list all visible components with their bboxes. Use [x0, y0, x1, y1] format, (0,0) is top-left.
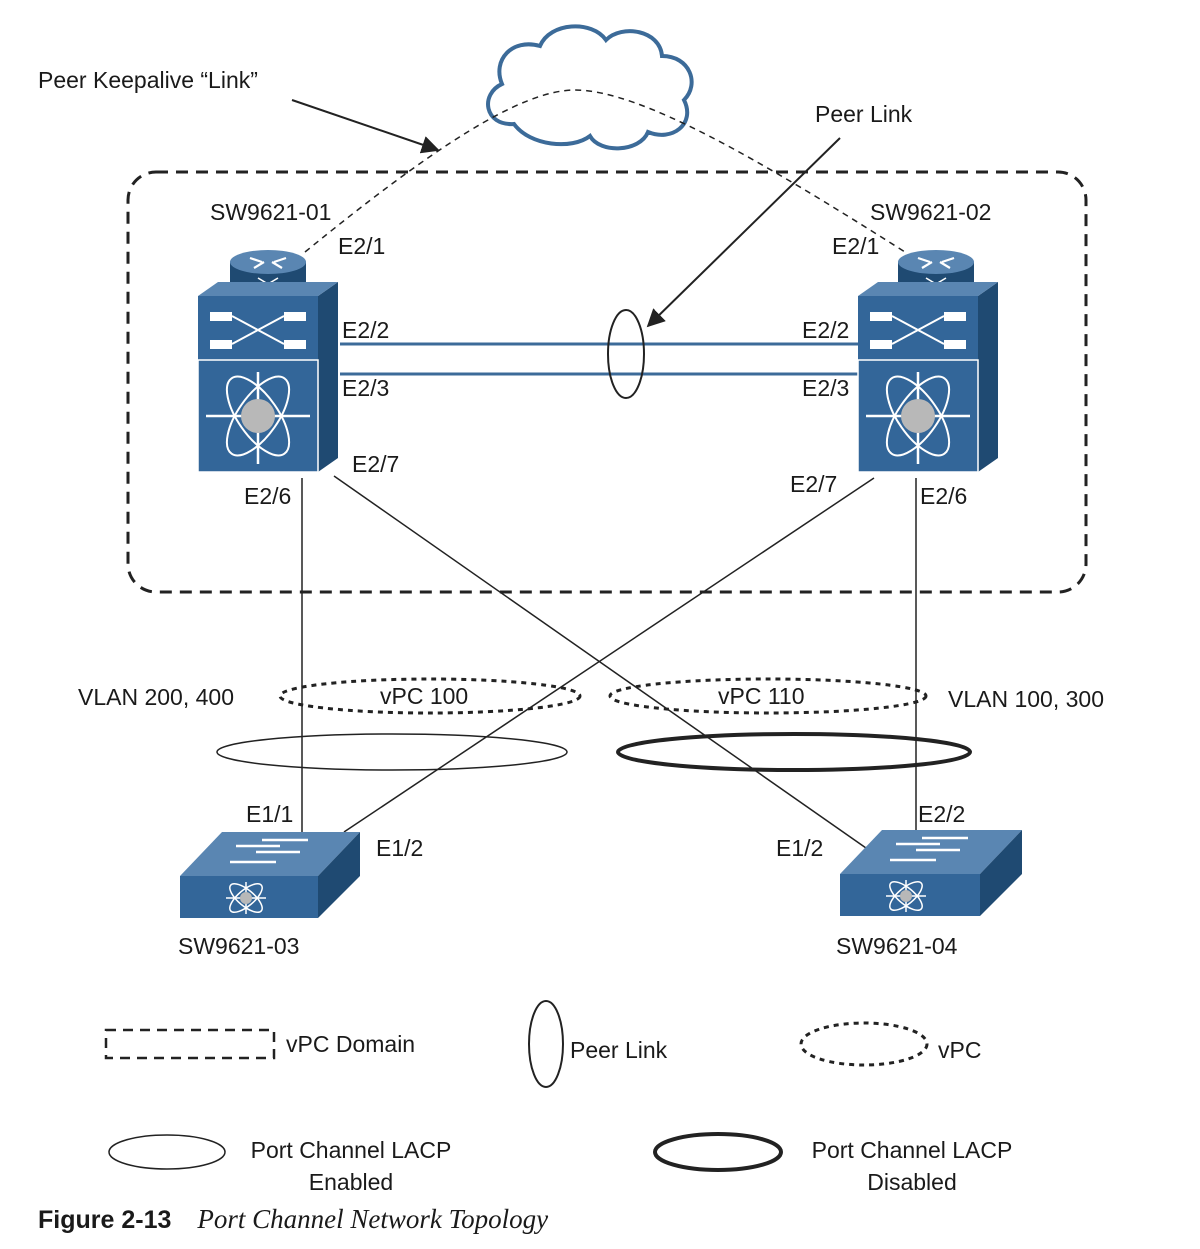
- legend: vPC Domain Peer Link vPC Port Channel LA…: [104, 1000, 1013, 1195]
- port-channel-lacp-disabled-oval: [616, 732, 972, 772]
- port-channel-lacp-enabled-oval: [216, 733, 568, 771]
- sw2-port-e22: E2/2: [802, 317, 849, 343]
- sw3-port-e12: E1/2: [376, 835, 423, 861]
- sw9621-03-name: SW9621-03: [178, 933, 299, 959]
- sw4-port-e12: E1/2: [776, 835, 823, 861]
- sw1-port-e22: E2/2: [342, 317, 389, 343]
- sw9621-04-name: SW9621-04: [836, 933, 958, 959]
- sw2-port-e21: E2/1: [832, 233, 879, 259]
- legend-vpc-domain-symbol: [104, 1028, 276, 1060]
- sw4-port-e22: E2/2: [918, 801, 965, 827]
- link-sw1-e27-sw4-e12: [333, 475, 867, 849]
- sw2-port-e26: E2/6: [920, 483, 967, 509]
- peer-link-bundle-oval: [607, 309, 645, 399]
- vpc-110-label: vPC 110: [718, 683, 805, 709]
- sw1-port-e27: E2/7: [352, 451, 399, 477]
- vpc-110-oval: [608, 677, 928, 715]
- sw1-port-e21: E2/1: [338, 233, 385, 259]
- legend-peer-link-symbol: [528, 1000, 564, 1088]
- sw9621-02-name: SW9621-02: [870, 199, 991, 225]
- legend-lacp-disabled-symbol: [653, 1132, 783, 1172]
- right-vlans-label: VLAN 100, 300: [948, 686, 1104, 712]
- sw1-port-e23: E2/3: [342, 375, 389, 401]
- cloud-icon: [486, 24, 694, 151]
- legend-lacp-disabled-label-line2: Disabled: [867, 1169, 957, 1195]
- figure-title: Port Channel Network Topology: [197, 1204, 549, 1234]
- keepalive-arrow: [291, 99, 440, 154]
- nexus-switch-icon: [197, 282, 338, 473]
- figure-number: Figure 2-13: [38, 1206, 172, 1234]
- legend-lacp-enabled-label-line1: Port Channel LACP: [251, 1137, 452, 1163]
- legend-vpc-domain-label: vPC Domain: [286, 1031, 415, 1057]
- legend-vpc-label: vPC: [938, 1037, 981, 1063]
- nexus-switch-icon: [857, 282, 998, 473]
- keepalive-label: Peer Keepalive “Link”: [38, 67, 258, 93]
- legend-peer-link-label: Peer Link: [570, 1037, 668, 1063]
- legend-vpc-symbol: [799, 1021, 929, 1067]
- left-vlans-label: VLAN 200, 400: [78, 684, 234, 710]
- sw2-port-e27: E2/7: [790, 471, 837, 497]
- vpc-100-label: vPC 100: [380, 683, 468, 709]
- sw3-port-e11: E1/1: [246, 801, 293, 827]
- access-switch-icon: [180, 832, 360, 918]
- sw9621-02-device: [857, 250, 998, 473]
- legend-lacp-enabled-label-line2: Enabled: [309, 1169, 393, 1195]
- peer-link-annotation-label: Peer Link: [815, 101, 913, 127]
- legend-lacp-enabled-symbol: [108, 1134, 226, 1170]
- sw9621-01-name: SW9621-01: [210, 199, 331, 225]
- sw2-port-e23: E2/3: [802, 375, 849, 401]
- vpc-domain-boundary: [126, 170, 1088, 594]
- access-switch-icon: [840, 830, 1022, 916]
- sw1-port-e26: E2/6: [244, 483, 291, 509]
- figure-caption: Figure 2-13 Port Channel Network Topology: [38, 1204, 548, 1235]
- sw9621-03-device: [180, 832, 360, 918]
- peer-keepalive-path: [304, 89, 906, 253]
- vpc-100-oval: [278, 677, 582, 715]
- sw9621-01-device: [197, 250, 338, 473]
- sw9621-04-device: [840, 830, 1022, 916]
- legend-lacp-disabled-label-line1: Port Channel LACP: [812, 1137, 1013, 1163]
- peer-link-arrow: [646, 137, 841, 328]
- link-sw2-e27-sw3-e12: [343, 477, 875, 833]
